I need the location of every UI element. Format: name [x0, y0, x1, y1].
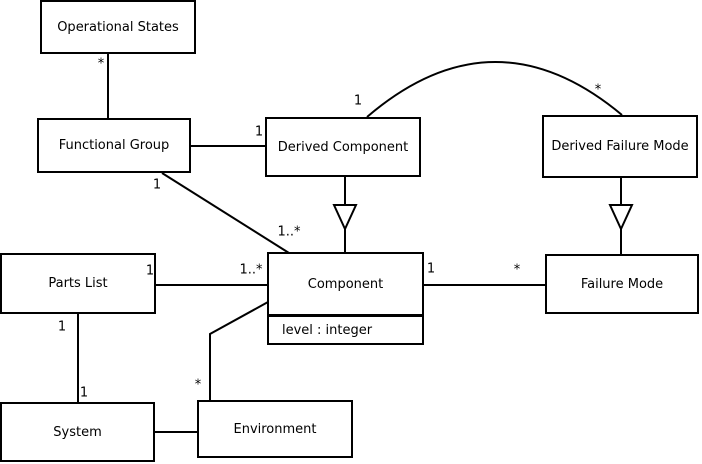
- multiplicity-label: 1: [353, 93, 363, 109]
- class-box-operational-states: Operational States: [40, 0, 196, 54]
- multiplicity-label: 1..*: [239, 262, 263, 278]
- multiplicity-label: 1: [254, 124, 264, 140]
- class-name: Derived Component: [277, 139, 409, 155]
- class-name-compartment: Component: [269, 254, 422, 314]
- hollow-triangle-arrowhead-icon: [332, 204, 358, 232]
- class-box-component: Component level : integer: [267, 252, 424, 345]
- class-name: Derived Failure Mode: [551, 139, 689, 154]
- class-name: Failure Mode: [580, 276, 664, 292]
- multiplicity-label: 1: [57, 319, 67, 335]
- connector-arc-derived-component-derived-failure-mode: [366, 61, 623, 118]
- class-name: Operational States: [57, 19, 179, 35]
- class-name: System: [53, 424, 102, 440]
- multiplicity-label: 1: [145, 263, 155, 279]
- multiplicity-label: 1: [152, 177, 162, 193]
- multiplicity-label: *: [594, 82, 602, 98]
- multiplicity-label: 1..*: [277, 224, 301, 240]
- class-name: Parts List: [48, 276, 108, 291]
- class-box-functional-group: Functional Group: [37, 118, 191, 173]
- multiplicity-label: *: [97, 56, 105, 72]
- multiplicity-label: *: [513, 262, 521, 278]
- multiplicity-label: *: [194, 377, 202, 393]
- class-name: Functional Group: [58, 138, 170, 153]
- class-box-parts-list: Parts List: [0, 253, 156, 314]
- class-box-system: System: [0, 402, 155, 462]
- class-box-failure-mode: Failure Mode: [545, 254, 699, 314]
- class-box-derived-failure-mode: Derived Failure Mode: [542, 115, 698, 178]
- class-box-environment: Environment: [197, 400, 353, 458]
- class-attribute: level : integer: [282, 322, 373, 338]
- connector-environment-component: [209, 301, 269, 400]
- class-attributes-compartment: level : integer: [269, 314, 422, 343]
- class-box-derived-component: Derived Component: [265, 117, 421, 177]
- multiplicity-label: 1: [426, 261, 436, 277]
- class-name: Environment: [233, 421, 317, 437]
- multiplicity-label: 1: [79, 385, 89, 401]
- connector-functional-group-component: [161, 172, 290, 254]
- hollow-triangle-arrowhead-icon: [608, 204, 634, 232]
- class-name: Component: [307, 276, 384, 292]
